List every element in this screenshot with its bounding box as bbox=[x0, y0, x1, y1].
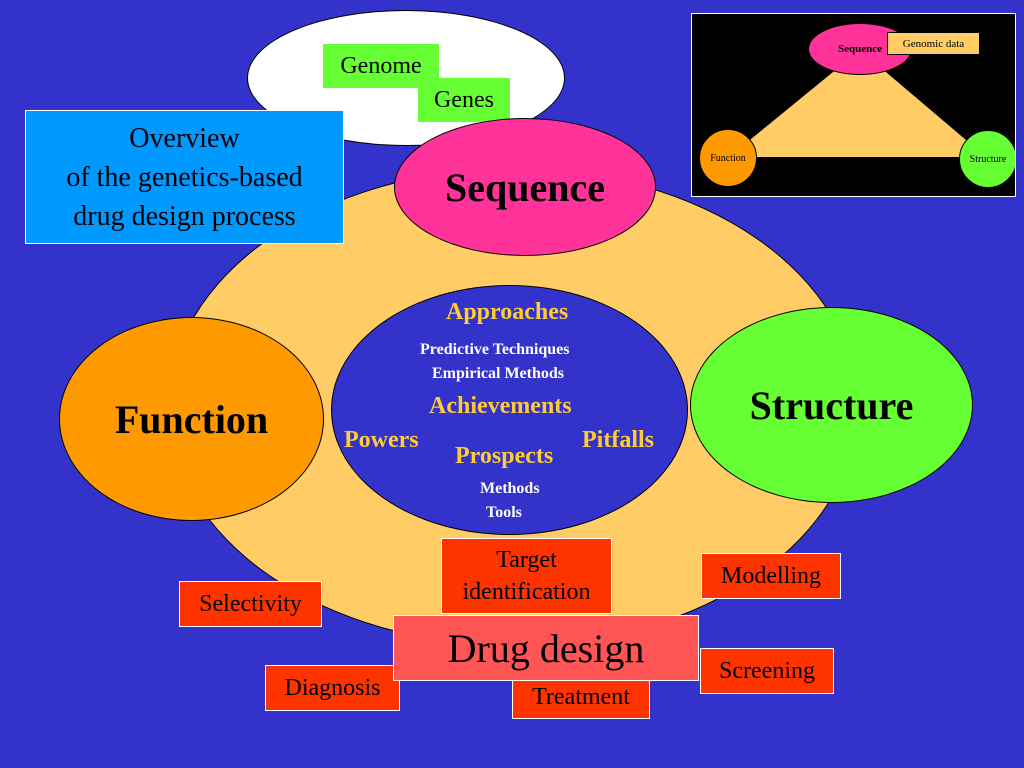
target-line-2: identification bbox=[462, 579, 591, 605]
screening-box: Screening bbox=[700, 648, 834, 694]
sequence-node: Sequence bbox=[394, 118, 656, 256]
function-label: Function bbox=[114, 396, 269, 442]
approaches-label: Approaches bbox=[446, 299, 569, 325]
target-line-1: Target bbox=[496, 547, 557, 573]
structure-label: Structure bbox=[749, 382, 914, 428]
thumbnail-sequence-node: Sequence bbox=[808, 23, 912, 75]
thumbnail-panel: Sequence Genomic data Function Structure bbox=[691, 13, 1016, 197]
overview-line-3: drug design process bbox=[73, 201, 296, 232]
thumbnail-triangle bbox=[729, 50, 986, 157]
treatment-box: Treatment bbox=[512, 675, 650, 719]
predictive-techniques-label: Predictive Techniques bbox=[420, 341, 570, 358]
achievements-label: Achievements bbox=[429, 393, 572, 419]
powers-label: Powers bbox=[344, 427, 419, 453]
diagnosis-box: Diagnosis bbox=[265, 665, 400, 711]
inner-ellipse bbox=[331, 285, 688, 535]
selectivity-box: Selectivity bbox=[179, 581, 322, 627]
methods-label: Methods bbox=[480, 480, 540, 497]
tools-label: Tools bbox=[486, 504, 522, 521]
thumbnail-function-node: Function bbox=[699, 129, 757, 187]
thumbnail-structure-node: Structure bbox=[959, 130, 1015, 188]
modelling-box: Modelling bbox=[701, 553, 841, 599]
thumbnail-genomic-data-box: Genomic data bbox=[887, 32, 980, 55]
genes-label: Genes bbox=[418, 78, 510, 122]
thumbnail-function-label: Function bbox=[710, 152, 746, 164]
structure-node: Structure bbox=[690, 307, 973, 503]
overview-box: Overview of the genetics-based drug desi… bbox=[25, 110, 344, 244]
thumbnail-genomic-data-label: Genomic data bbox=[902, 37, 965, 50]
target-identification-box: Target identification bbox=[441, 538, 612, 614]
drug-design-box: Drug design bbox=[393, 615, 699, 681]
empirical-methods-label: Empirical Methods bbox=[432, 365, 564, 382]
function-node: Function bbox=[59, 317, 324, 521]
prospects-label: Prospects bbox=[455, 443, 554, 469]
thumbnail-sequence-label: Sequence bbox=[838, 43, 882, 55]
pitfalls-label: Pitfalls bbox=[582, 427, 654, 453]
genome-label: Genome bbox=[323, 44, 439, 88]
sequence-label: Sequence bbox=[445, 164, 605, 210]
overview-line-2: of the genetics-based bbox=[66, 162, 303, 193]
thumbnail-structure-label: Structure bbox=[969, 153, 1007, 165]
overview-line-1: Overview bbox=[129, 123, 240, 154]
